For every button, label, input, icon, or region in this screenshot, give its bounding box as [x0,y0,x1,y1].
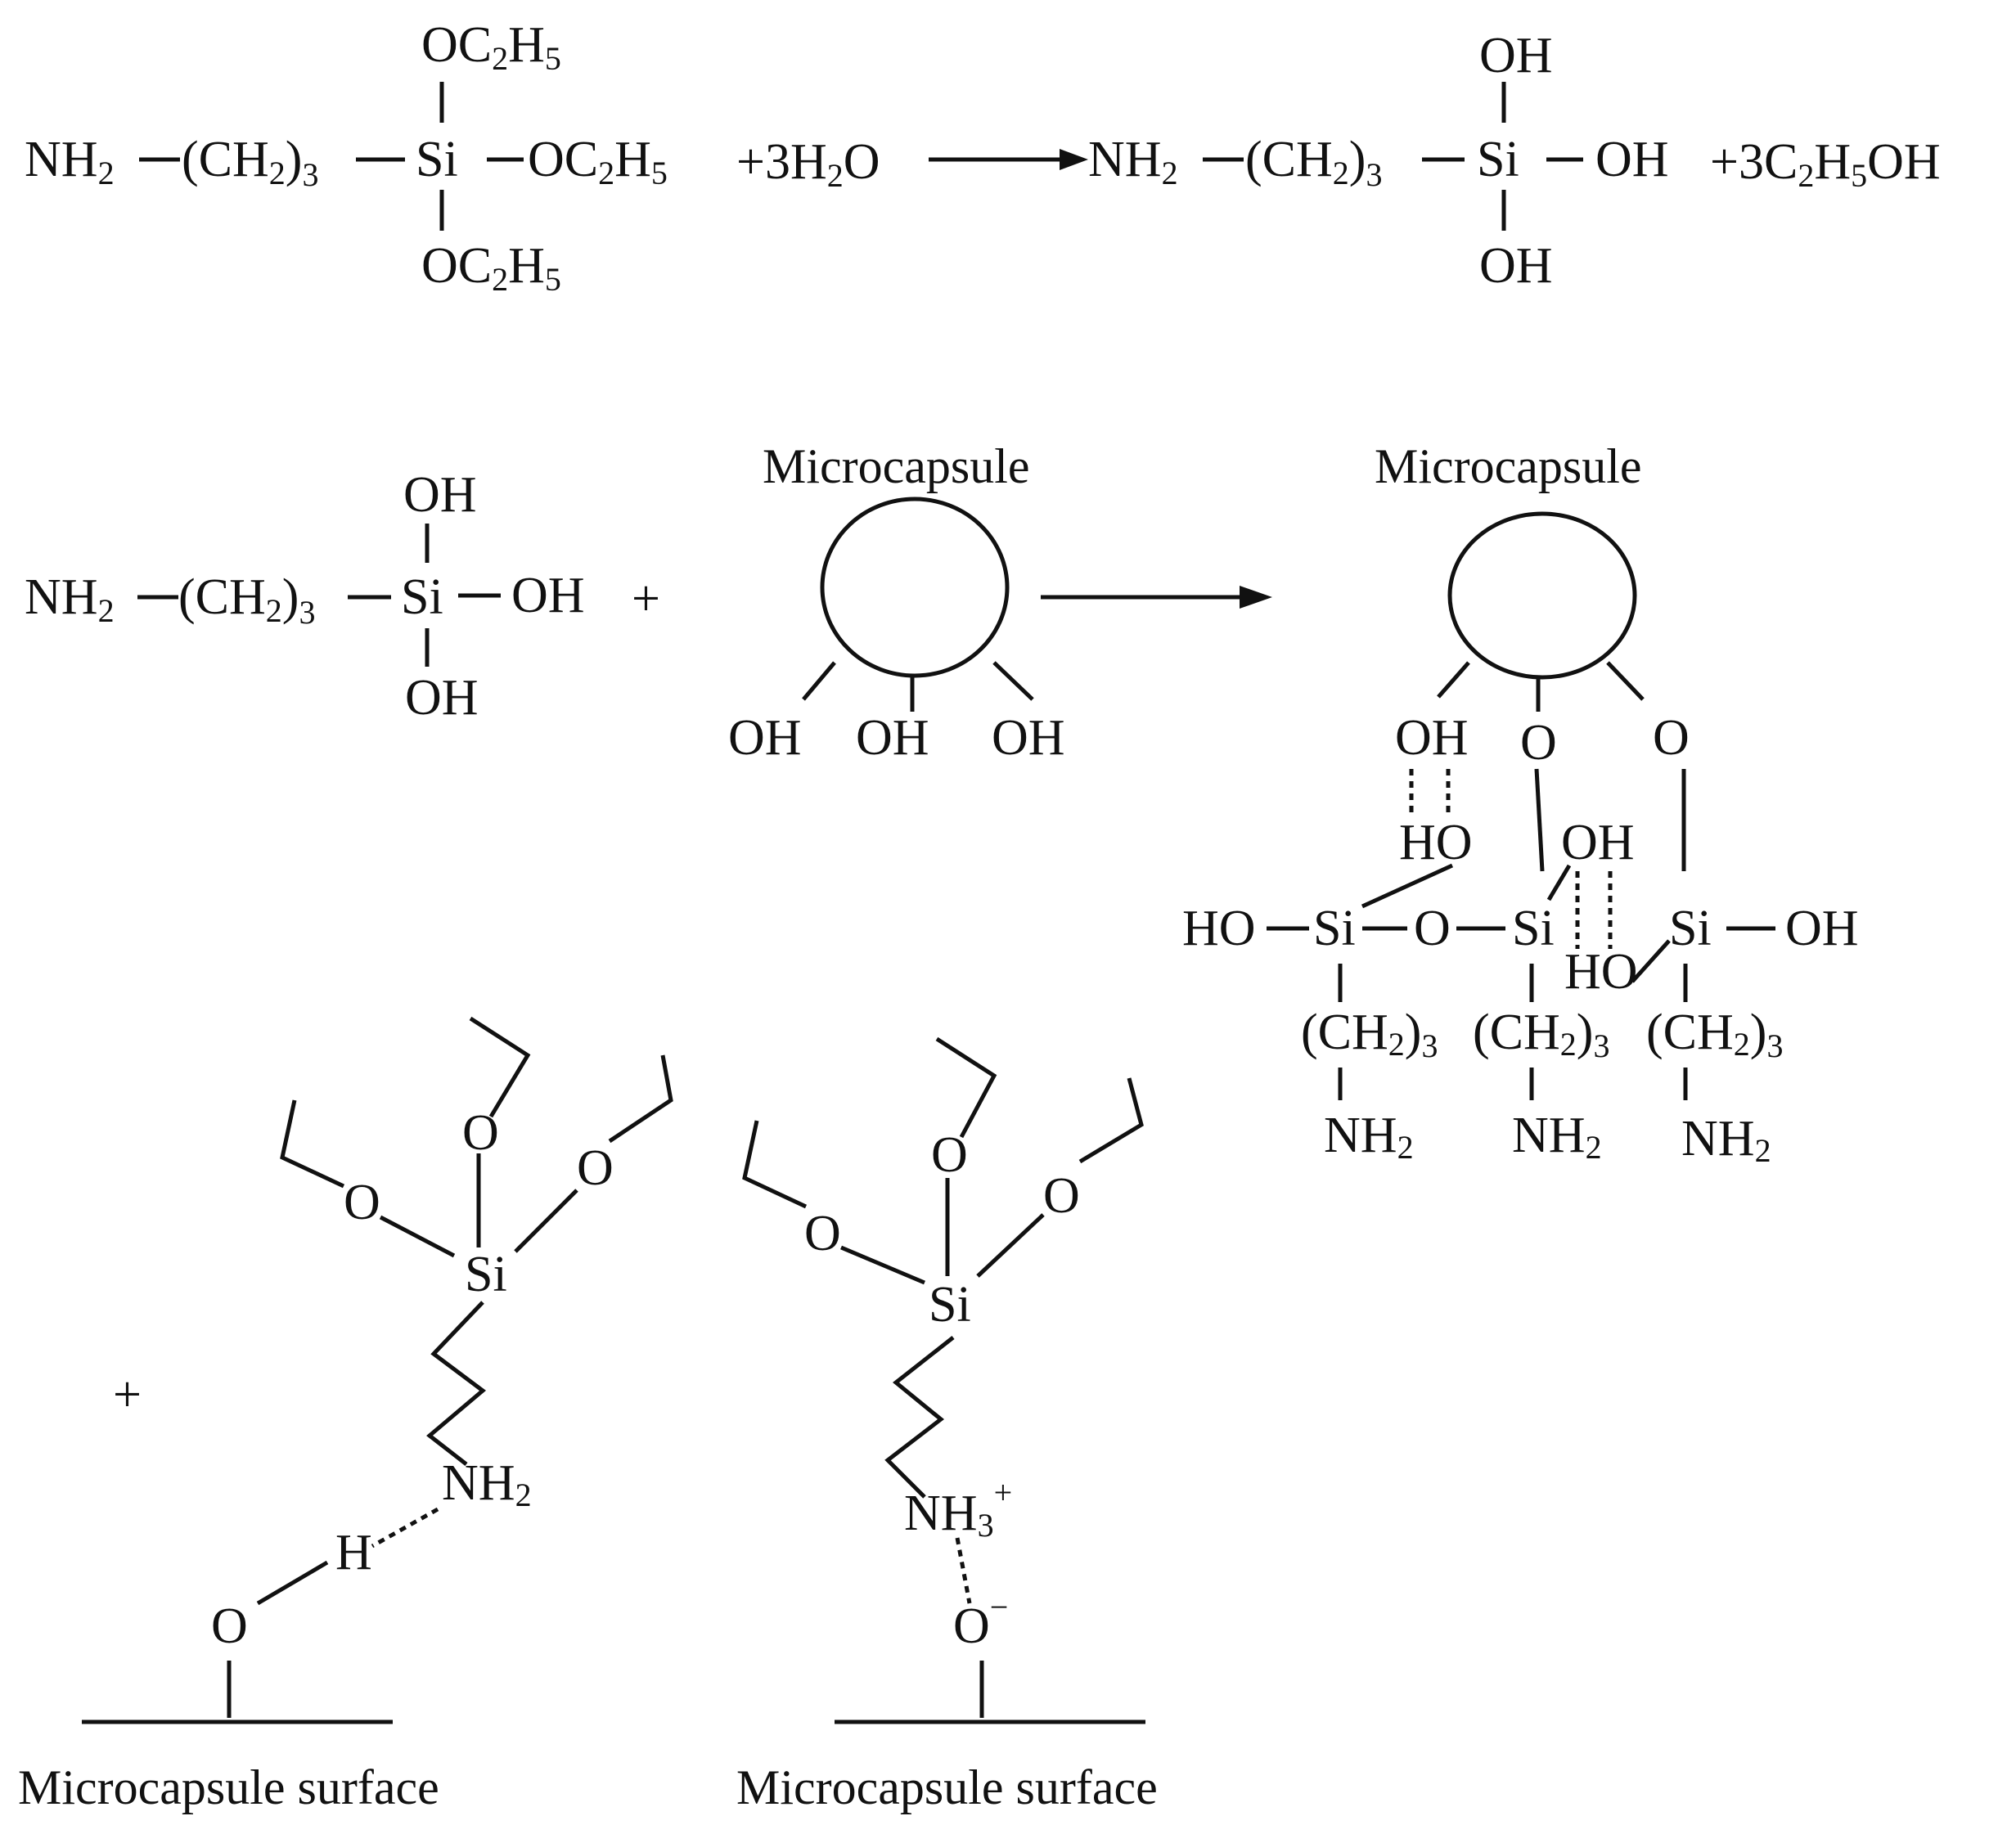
bond [1534,768,1545,872]
r3-o-left-right: O [804,1206,841,1261]
r3-nh3: NH3+ [904,1474,1012,1544]
ethyl-chain [1078,1077,1144,1164]
microcapsule-circle [820,497,1010,678]
r1-p-oh-right: OH [1595,132,1669,187]
bond [1606,661,1645,701]
r2-oh-capsule-3: OH [992,710,1065,766]
ethyl-chain [469,1016,531,1118]
r1-p-ch2: (CH2)3 [1245,132,1382,193]
p-si-1: Si [1313,901,1356,956]
bond [840,1245,925,1285]
p-ho: HO [1399,815,1473,870]
r1-oc2h5-top: OC2H5 [421,17,561,77]
bond [992,661,1034,701]
r1-p-oh-bottom: OH [1479,238,1553,294]
r2-microcapsule-label-left: Microcapsule [763,439,1030,493]
propyl-chain [884,1336,955,1499]
ethyl-chain [935,1036,997,1139]
r3-o-left: O [344,1175,380,1230]
r2-nh2: NH2 [25,569,115,629]
ethyl-chain [742,1120,808,1209]
arrow-head-icon [1060,149,1088,170]
bond [1631,939,1671,983]
p-o-1: O [1520,715,1557,771]
p-si-2: Si [1512,901,1555,956]
p-nh2-1: NH2 [1324,1108,1414,1166]
bond [976,1213,1045,1278]
r1-si: Si [416,132,458,187]
r2-oh-right: OH [511,568,585,623]
reaction-1: NH2 (CH2)3 Si OC2H5 OC2H5 OC2H5 +3H2O NH… [25,17,1941,298]
r2-microcapsule-label-right: Microcapsule [1375,439,1642,493]
r1-ethanol: +3C2H5OH [1710,134,1941,194]
bond [1361,863,1454,909]
r1-p-si: Si [1477,132,1519,187]
bond [379,1215,456,1258]
bond [1437,661,1470,699]
surface-label-left: Microcapsule surface [18,1760,439,1814]
p-ch2-3: (CH2)3 [1646,1005,1783,1064]
r1-p-nh2: NH2 [1088,132,1178,191]
bond [514,1189,578,1253]
r3-plus: + [113,1367,142,1423]
p-o-2: O [1653,710,1690,766]
bond [1546,864,1572,901]
ionic-interaction [955,1537,972,1604]
reaction-2: NH2 (CH2)3 Si OH OH OH + Microcapsule OH… [25,439,1859,1169]
r3-h: H [335,1525,372,1580]
p-nh2-2: NH2 [1512,1108,1602,1166]
r3-nh2-left: NH2 [442,1455,532,1513]
r2-oh-bottom: OH [405,670,479,726]
bond [256,1560,329,1606]
r3-o-top: O [462,1105,499,1161]
r1-ch2: (CH2)3 [182,132,318,193]
r2-ch2: (CH2)3 [178,569,315,631]
r3-si-left: Si [465,1247,507,1302]
r2-si: Si [401,569,443,625]
r3-o-right: O [577,1140,614,1196]
p-ch2-1: (CH2)3 [1301,1005,1438,1064]
surface-label-right: Microcapsule surface [736,1760,1158,1814]
r3-o-surface-left: O [211,1598,248,1654]
p-nh2-3: NH2 [1681,1111,1771,1169]
microcapsule-circle [1447,511,1637,680]
r2-oh-top: OH [403,467,477,523]
r3-o-right-right: O [1043,1168,1080,1224]
r1-oc2h5-bottom: OC2H5 [421,238,561,298]
ethyl-chain [608,1054,673,1144]
p-si-3: Si [1669,901,1712,956]
r1-oc2h5-right: OC2H5 [528,132,668,191]
p-ho-lower: HO [1564,944,1638,1000]
r1-p-oh-top: OH [1479,28,1553,83]
p-oh-mid: OH [1561,815,1635,870]
r2-oh-capsule-2: OH [856,710,929,766]
r3-o-top-right: O [931,1127,968,1183]
r3-o-minus: O− [953,1589,1008,1654]
reaction-3: + O O O Si NH2 H O Microcapsule surface … [18,1016,1158,1814]
p-o-bridge: O [1414,901,1451,956]
hydrogen-bond [371,1507,439,1549]
r2-plus: + [632,571,660,627]
p-oh: OH [1395,710,1469,766]
r1-water: +3H2O [736,134,880,194]
r1-nh2: NH2 [25,132,115,191]
bond [802,661,836,701]
p-ch2-2: (CH2)3 [1473,1005,1609,1064]
propyl-chain [426,1301,487,1466]
p-ho-left: HO [1182,901,1256,956]
arrow-head-icon [1240,586,1272,609]
p-oh-right: OH [1785,901,1859,956]
r3-si-right: Si [929,1277,971,1333]
r2-oh-capsule-1: OH [728,710,802,766]
ethyl-chain [280,1099,345,1189]
